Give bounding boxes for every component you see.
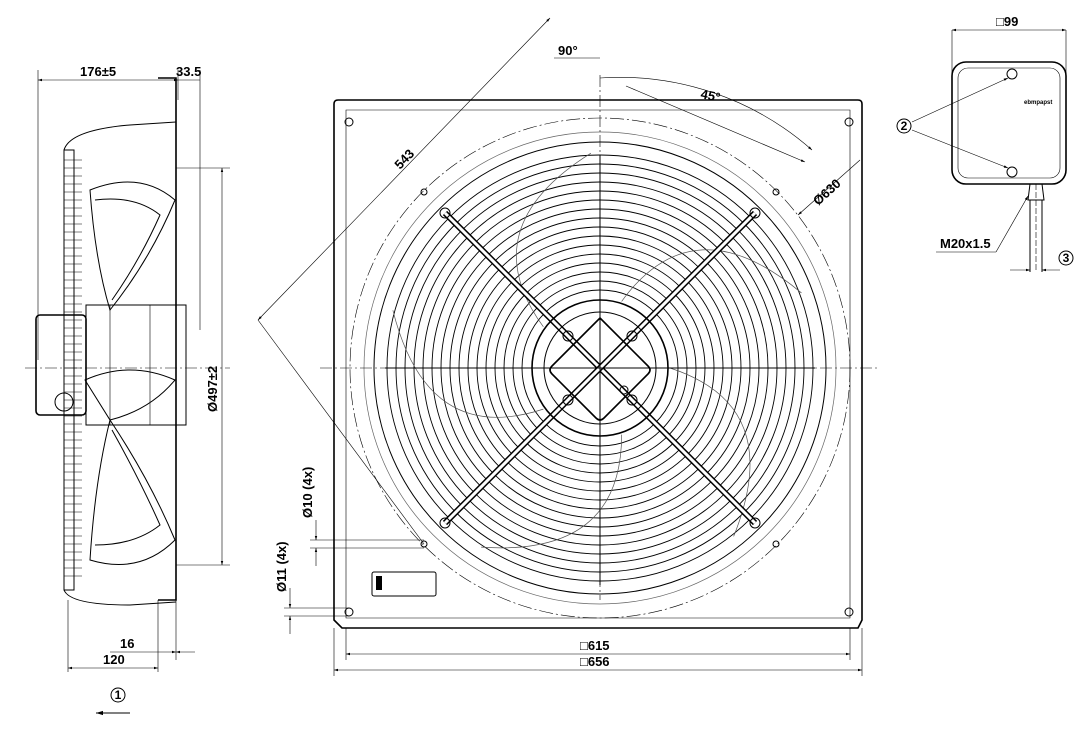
impeller-blade-curve — [621, 249, 802, 302]
spoke-end — [439, 517, 451, 529]
corner-hole — [844, 117, 854, 127]
impeller-blade-curve — [669, 367, 751, 537]
diag-543-line — [257, 17, 551, 321]
blade-middle — [84, 369, 176, 421]
hub-diamond — [549, 316, 651, 421]
bolt-hole — [772, 540, 780, 548]
screw-leader — [911, 77, 1009, 123]
impeller-blade-curve — [481, 434, 622, 549]
box-width-label: □99 — [996, 14, 1018, 29]
hub-screw — [626, 394, 638, 406]
hub-screw — [562, 394, 574, 406]
rating-label-mark — [376, 576, 382, 590]
blade-top — [89, 181, 176, 312]
hole-10-label: Ø10 (4x) — [300, 467, 315, 518]
guard-top-edge — [63, 121, 177, 151]
motor-rotor — [85, 304, 187, 426]
brand-logo: ebmpapst — [1024, 100, 1052, 106]
diameter-dimension-label: Ø497±2 — [205, 366, 220, 412]
terminal-box-view: □99 ebmpapst 2 M20x1.5 3 — [896, 14, 1074, 272]
airflow-marker-circle — [110, 687, 126, 703]
impeller-blade-curve — [392, 310, 544, 418]
hole-11-label: Ø11 (4x) — [274, 541, 289, 592]
spoke-end — [749, 207, 761, 219]
blade-edge — [94, 429, 161, 546]
impeller-blade-curve — [516, 152, 592, 328]
bolt-hole — [420, 188, 428, 196]
guard-bottom-edge — [63, 589, 177, 606]
dim-16-label: 16 — [120, 636, 134, 651]
angle-45-line — [625, 85, 806, 163]
bolt-circle-leader — [797, 159, 861, 216]
spoke-end — [749, 517, 761, 529]
depth-dimension-label: 176±5 — [80, 64, 116, 79]
terminal-box-outline — [951, 61, 1067, 185]
rating-label-plate — [371, 571, 437, 597]
box-screw-top — [1006, 68, 1018, 80]
corner-hole — [844, 607, 854, 617]
connector-circle — [54, 392, 74, 412]
width-615-label: □615 — [580, 638, 610, 653]
gland-leader — [995, 195, 1029, 253]
bolt-hole — [772, 188, 780, 196]
dim-120-label: 120 — [103, 652, 125, 667]
box-screw-bottom — [1006, 166, 1018, 178]
screws-marker-label: 2 — [901, 119, 908, 133]
diag-543-label: 543 — [391, 146, 417, 172]
screws-marker-circle — [896, 118, 912, 134]
cable-marker-circle — [1058, 250, 1074, 266]
screw-leader — [911, 129, 1009, 169]
terminal-box-lid — [957, 67, 1061, 179]
angle-90-arc — [599, 77, 813, 151]
hub-screw — [626, 330, 638, 342]
side-view: 176±5 33.5 Ø497±2 16 — [25, 64, 230, 716]
blade-bottom — [89, 418, 176, 565]
angle-45-label: 45° — [699, 86, 721, 105]
hub-screw — [619, 385, 629, 395]
hub-screw — [562, 330, 574, 342]
cable-gland — [1027, 183, 1045, 201]
cable-marker-label: 3 — [1063, 251, 1070, 265]
blade-edge — [94, 198, 161, 301]
cable-gland-label: M20x1.5 — [940, 236, 991, 251]
offset-dimension-label: 33.5 — [176, 64, 201, 79]
bolt-hole — [420, 540, 428, 548]
width-656-label: □656 — [580, 654, 610, 669]
mounting-plate-side — [158, 77, 177, 601]
guard-ring — [63, 149, 75, 591]
diag-extension — [257, 319, 425, 545]
angle-90-label: 90° — [558, 43, 578, 58]
bolt-circle-label: Ø630 — [810, 176, 844, 208]
airflow-marker-label: 1 — [115, 688, 122, 702]
front-view: 543 90° 45° Ø630 Ø10 (4x) Ø11 (4x) □615 — [257, 17, 880, 676]
